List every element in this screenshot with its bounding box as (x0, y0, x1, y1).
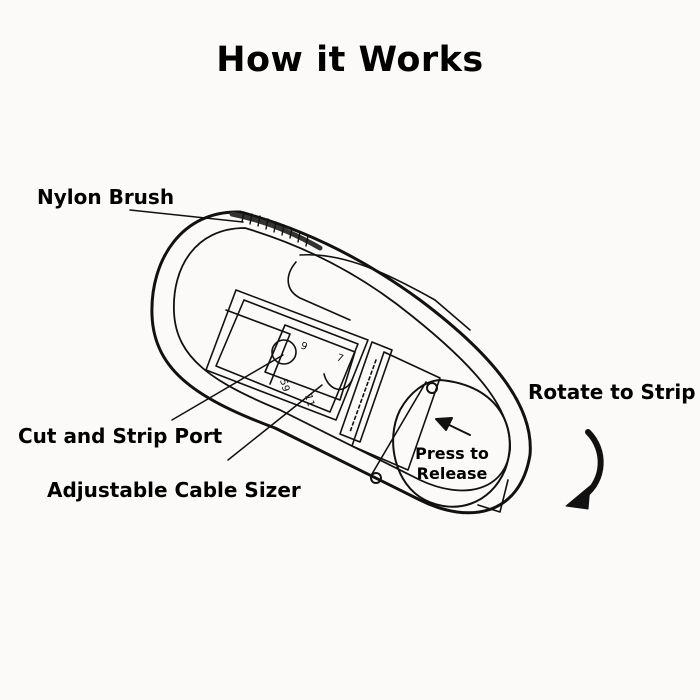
rotate-arrow-icon (565, 429, 604, 510)
diagram-title: How it Works (216, 40, 484, 80)
leader-cut-strip-port (171, 354, 284, 421)
leader-nylon-brush (129, 209, 244, 223)
leader-cable-sizer (227, 384, 323, 461)
label-rotate-to-strip: Rotate to Strip (528, 380, 696, 404)
dial-mark: 59 (277, 378, 291, 393)
label-nylon-brush: Nylon Brush (37, 185, 175, 209)
top-ridge (299, 253, 471, 331)
tool-outer-body (150, 210, 532, 515)
adjustable-cable-sizer-dial: 9 7 59 11 (264, 324, 356, 408)
press-arrow-icon (435, 417, 471, 436)
tool-tail-end (477, 479, 509, 513)
label-cut-and-strip-port: Cut and Strip Port (18, 424, 223, 448)
tool-inner-rim (173, 227, 511, 492)
label-press-line-2: Release (416, 464, 488, 483)
label-press-to-release: Press to Release (408, 444, 496, 484)
dial-mark: 9 (299, 340, 309, 353)
cable-sizer-window (205, 289, 369, 421)
svg-text:7: 7 (335, 352, 345, 365)
press-to-release-button (370, 379, 511, 508)
dial-mark: 11 (302, 393, 316, 408)
label-adjustable-cable-sizer: Adjustable Cable Sizer (47, 478, 301, 502)
sliding-cover (339, 341, 441, 471)
nylon-brush (229, 211, 323, 251)
label-press-line-1: Press to (415, 444, 489, 463)
